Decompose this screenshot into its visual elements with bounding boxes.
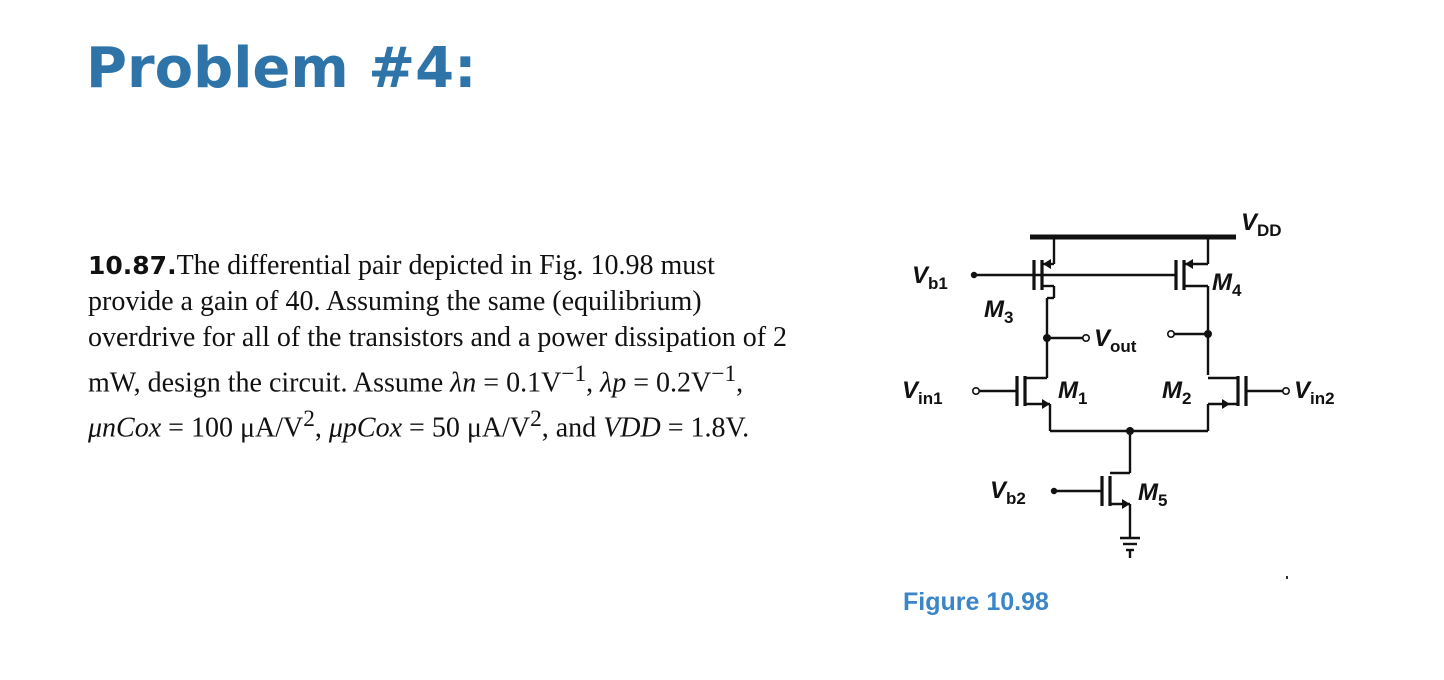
vin2-port (1281, 387, 1290, 396)
vout-port-right (1166, 330, 1175, 339)
label-vin2: Vin2 (1294, 377, 1335, 408)
lambda-p-value: = 0.2V (626, 367, 712, 399)
m3-arrow (1043, 259, 1051, 269)
m4-arrow (1185, 259, 1193, 269)
separator: , (586, 367, 601, 399)
un-cox-value: = 100 μA/V (161, 412, 304, 444)
label-m3: M3 (984, 296, 1013, 327)
up-cox-symbol: μpCox (328, 412, 403, 444)
label-m1: M1 (1058, 377, 1087, 408)
lambda-n-symbol: λn (450, 367, 477, 399)
label-vin1: Vin1 (902, 377, 943, 408)
separator: , (314, 412, 329, 444)
label-vdd: VDD (1241, 209, 1282, 240)
transistor-m3 (1032, 237, 1056, 290)
vin1-port (972, 387, 981, 396)
vout-port-left (1082, 334, 1091, 343)
ground-symbol (1120, 536, 1140, 558)
circuit-diagram: VDD Vb1 M3 M4 Vout Vin1 M1 M2 Vin2 Vb2 M… (902, 209, 1335, 558)
separator: , (736, 367, 744, 399)
problem-statement: 10.87.The differential pair depicted in … (88, 248, 788, 447)
un-cox-symbol: μnCox (88, 412, 162, 444)
m5-arrow (1122, 499, 1130, 509)
label-vb2: Vb2 (990, 477, 1026, 508)
up-cox-value: = 50 μA/V (402, 412, 531, 444)
problem-number: 10.87. (88, 251, 177, 280)
label-vb1: Vb1 (912, 262, 948, 293)
lambda-n-value: = 0.1V (476, 367, 562, 399)
problem-text-main: The differential pair depicted in Fig. 1… (88, 250, 788, 399)
transistor-m5 (1050, 471, 1132, 538)
figure-caption: Figure 10.98 (903, 588, 1049, 616)
up-cox-exponent: 2 (530, 406, 542, 433)
lambda-n-exponent: −1 (561, 361, 587, 387)
label-m5: M5 (1138, 479, 1167, 510)
transistor-m2 (1206, 376, 1290, 431)
vdd-value: = 1.8V. (660, 412, 750, 444)
m2-arrow (1222, 399, 1230, 409)
transistor-m1 (972, 375, 1052, 431)
lambda-p-symbol: λp (600, 367, 627, 399)
label-m4: M4 (1212, 269, 1242, 300)
un-cox-exponent: 2 (303, 406, 315, 433)
m1-arrow (1042, 399, 1050, 409)
transistor-m4 (1174, 237, 1210, 290)
slide-title: Problem #4: (86, 36, 477, 101)
lambda-p-exponent: −1 (711, 361, 737, 387)
stray-mark (1286, 576, 1288, 579)
vdd-symbol: VDD (603, 412, 661, 444)
label-m2: M2 (1162, 377, 1191, 408)
label-vout: Vout (1094, 325, 1137, 356)
separator: , and (541, 412, 604, 444)
